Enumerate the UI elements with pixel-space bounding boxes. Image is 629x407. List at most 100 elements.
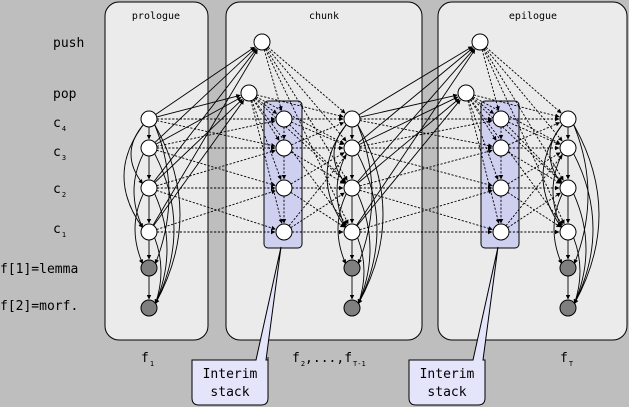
factor-middle-sub2: T-1	[353, 360, 366, 368]
edge-77	[483, 48, 564, 181]
edge-39	[573, 193, 587, 305]
interim-right-node-c3	[492, 139, 510, 157]
prologue-node-f1	[140, 259, 158, 277]
interim-stack-box-right	[480, 100, 520, 249]
epilogue-node-f2	[559, 299, 577, 317]
edge-37	[573, 124, 589, 265]
edge-75	[469, 99, 497, 141]
edge-36	[553, 193, 563, 265]
edge-47	[154, 98, 243, 183]
edge-43	[156, 94, 241, 118]
edge-93	[156, 189, 276, 230]
row-label-push: push	[53, 36, 84, 51]
epilogue-node-c1	[559, 223, 577, 241]
edge-74	[484, 47, 563, 142]
row-label-c4-sub: 4	[62, 125, 66, 133]
row-label-c4: c4	[53, 116, 66, 133]
edge-58	[267, 46, 346, 114]
edge-53	[359, 96, 459, 145]
edge-122	[507, 192, 561, 228]
edge-82	[470, 99, 564, 226]
edge-114	[289, 124, 347, 182]
edge-111	[291, 122, 345, 146]
row-label-c2-sub: 2	[62, 191, 66, 199]
edge-71	[485, 46, 562, 114]
callout-left-line1: Interim	[203, 367, 258, 382]
factor-first-base: f	[141, 351, 149, 366]
edge-78	[468, 100, 499, 180]
edge-61	[266, 47, 347, 142]
edge-6	[123, 124, 144, 228]
chunk-title: chunk	[309, 11, 339, 22]
prologue-node-c1	[140, 223, 158, 241]
prologue-node-c3	[140, 139, 158, 157]
row-label-c4-base: c	[53, 116, 61, 131]
interim-right-node-c1	[492, 223, 510, 241]
edge-91	[156, 119, 276, 147]
factor-label-first: f1	[141, 351, 154, 368]
edge-26	[357, 237, 365, 305]
edge-38	[573, 153, 594, 305]
epilogue-pop-node	[457, 84, 475, 102]
edge-110	[290, 191, 345, 228]
edge-72	[472, 97, 495, 114]
edge-67	[265, 49, 349, 225]
factor-label-last: fT	[560, 351, 574, 368]
nodes	[140, 33, 577, 317]
row-label-c3: c3	[53, 145, 66, 162]
factor-middle-sep: ,...,	[305, 351, 344, 366]
edge-63	[255, 96, 345, 145]
callout-left-line2: stack	[210, 385, 249, 400]
edge-13	[154, 124, 181, 304]
interim-left-node-c1	[275, 223, 293, 241]
prologue-node-c2	[140, 179, 158, 197]
factor-middle-f2: f	[344, 351, 352, 366]
chunk-node-f1	[343, 259, 361, 277]
factor-first-sub: 1	[150, 360, 154, 368]
edge-55	[357, 98, 460, 184]
interim-left-node-c3	[275, 139, 293, 157]
edge-45	[155, 96, 242, 145]
chunk-node-c2	[343, 179, 361, 197]
prologue-panel	[104, 1, 209, 341]
edge-7	[133, 153, 144, 229]
edge-42	[155, 46, 255, 115]
prologue-title: prologue	[132, 11, 180, 22]
edge-125	[507, 192, 561, 228]
edge-20	[326, 124, 347, 228]
edge-88	[156, 120, 276, 148]
prologue-node-f2	[140, 299, 158, 317]
epilogue-panel	[437, 1, 628, 341]
chunk-node-f2	[343, 299, 361, 317]
row-label-c2: c2	[53, 182, 66, 199]
chunk-push-node	[253, 33, 271, 51]
edge-41	[573, 124, 600, 304]
edge-113	[290, 192, 345, 229]
edge-24	[357, 153, 378, 305]
edge-98	[359, 120, 493, 148]
chunk-node-c3	[343, 139, 361, 157]
edge-22	[337, 193, 347, 265]
interim-left-node-c2	[275, 179, 293, 197]
edge-50	[358, 46, 473, 116]
interim-left-node-c4	[275, 110, 293, 128]
edge-92	[156, 149, 276, 187]
epilogue-node-c3	[559, 139, 577, 157]
edge-123	[508, 122, 561, 146]
factor-last-base: f	[560, 351, 568, 366]
edge-79	[471, 98, 562, 183]
edge-124	[507, 152, 561, 185]
row-label-c3-base: c	[53, 145, 61, 160]
edge-11	[154, 193, 168, 305]
edge-59	[255, 97, 278, 114]
edge-34	[542, 124, 563, 228]
row-label-c1-sub: 1	[62, 231, 66, 239]
edges	[123, 46, 600, 305]
edge-54	[356, 48, 475, 183]
interim-right-node-c4	[492, 110, 510, 128]
edge-56	[356, 49, 476, 226]
chunk-node-c4	[343, 110, 361, 128]
row-label-c1: c1	[53, 222, 66, 239]
edge-25	[357, 193, 371, 305]
